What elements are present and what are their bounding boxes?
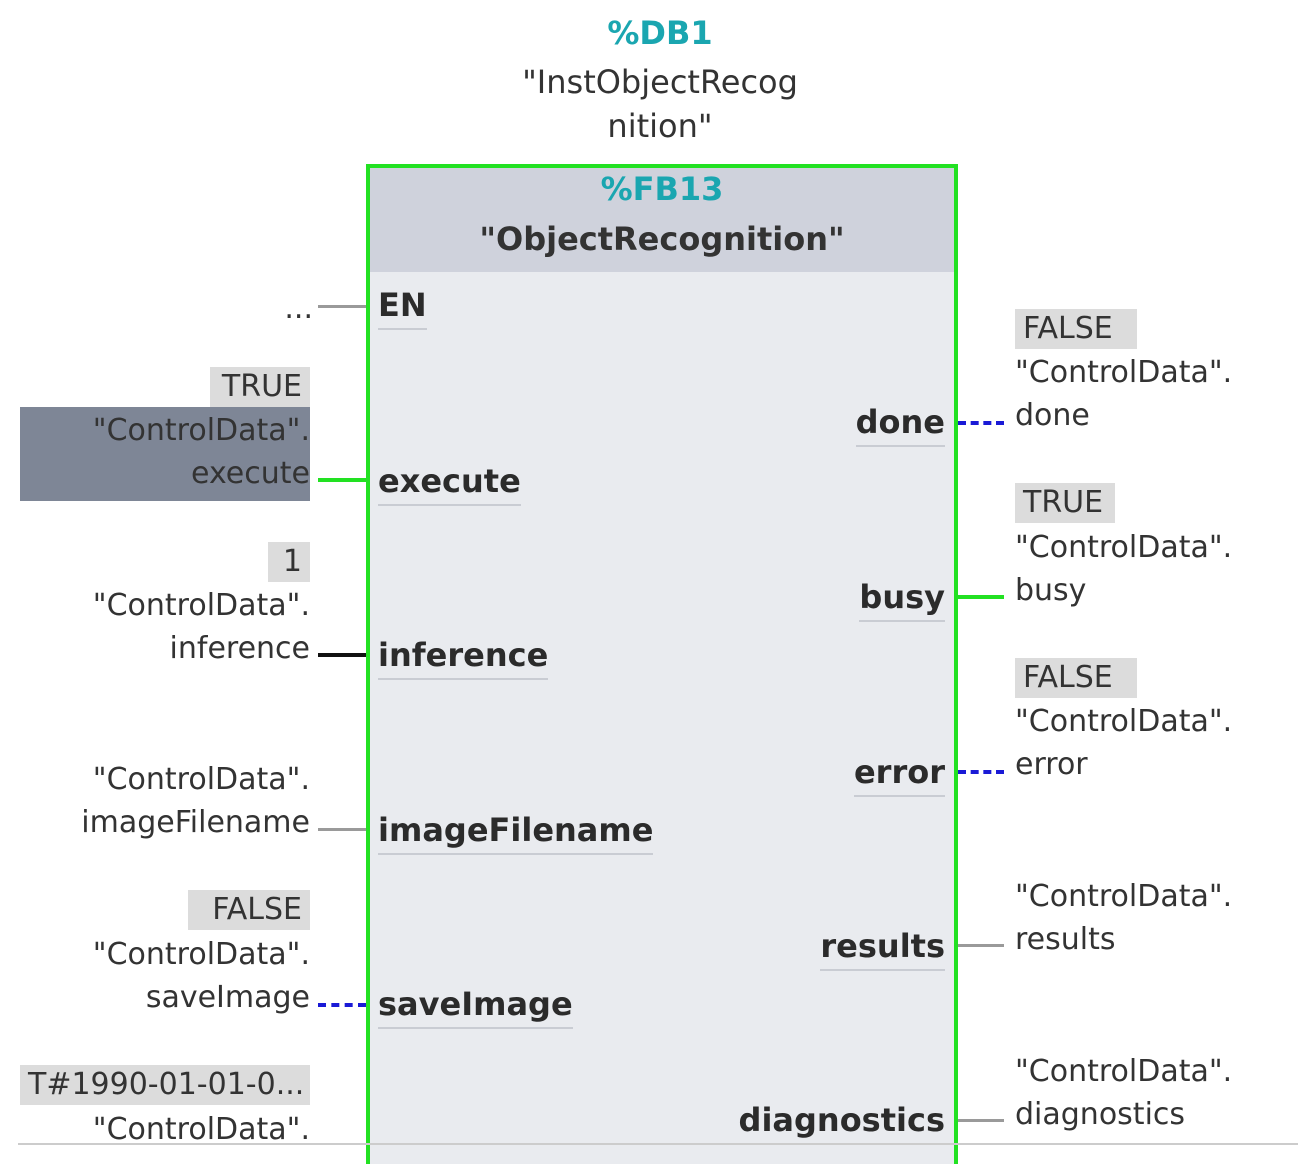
pin-imageFilename[interactable]: imageFilename (378, 811, 654, 855)
operand-results-line2[interactable]: results (1015, 922, 1116, 957)
pin-done[interactable]: done (855, 403, 946, 447)
fb-name: "ObjectRecognition" (479, 220, 845, 258)
operand-saveImage-line1[interactable]: "ControlData". (92, 937, 310, 972)
operand-error-line2[interactable]: error (1015, 747, 1088, 782)
pin-busy[interactable]: busy (859, 578, 945, 622)
value-saveImage: FALSE (188, 890, 310, 930)
instance-db-number: %DB1 (607, 14, 713, 52)
fb-number: %FB13 (600, 170, 724, 208)
wire-inference (318, 653, 366, 657)
operand-inference-line2[interactable]: inference (169, 631, 310, 666)
instance-db-name-line1: "InstObjectRecog (522, 63, 798, 101)
instance-db-name-line2: nition" (607, 107, 713, 145)
value-busy: TRUE (1015, 483, 1115, 523)
value-inference: 1 (268, 542, 310, 582)
pin-en[interactable]: EN (378, 286, 427, 330)
operand-results-line1[interactable]: "ControlData". (1015, 879, 1233, 914)
pin-inference[interactable]: inference (378, 636, 549, 680)
operand-saveImage-line2[interactable]: saveImage (145, 980, 310, 1015)
value-execute: TRUE (210, 367, 310, 407)
operand-busy-line1[interactable]: "ControlData". (1015, 530, 1233, 565)
value-time: T#1990-01-01-0... (20, 1065, 310, 1105)
wire-en (318, 305, 366, 308)
operand-imageFilename-line2[interactable]: imageFilename (81, 805, 310, 840)
wire-error (958, 770, 1004, 774)
wire-busy (958, 595, 1004, 599)
wire-diagnostics (958, 1119, 1004, 1122)
operand-diagnostics-line2[interactable]: diagnostics (1015, 1097, 1186, 1132)
wire-imageFilename (318, 828, 366, 831)
wire-saveImage (318, 1003, 366, 1007)
operand-en[interactable]: ... (284, 291, 313, 326)
pin-error[interactable]: error (853, 753, 946, 797)
operand-time-line1[interactable]: "ControlData". (92, 1112, 310, 1147)
bottom-divider (18, 1143, 1298, 1145)
wire-results (958, 944, 1004, 947)
operand-busy-line2[interactable]: busy (1015, 573, 1087, 608)
operand-execute-line1: "ControlData". (92, 413, 310, 448)
operand-diagnostics-line1[interactable]: "ControlData". (1015, 1054, 1233, 1089)
wire-execute (318, 478, 366, 482)
operand-imageFilename-line1[interactable]: "ControlData". (92, 762, 310, 797)
instance-db-name[interactable]: "InstObjectRecog nition" (500, 60, 820, 148)
pin-execute[interactable]: execute (378, 462, 521, 506)
operand-inference-line1[interactable]: "ControlData". (92, 588, 310, 623)
operand-done-line2[interactable]: done (1015, 398, 1090, 433)
pin-saveImage[interactable]: saveImage (378, 985, 573, 1029)
pin-diagnostics[interactable]: diagnostics (738, 1101, 946, 1145)
value-error: FALSE (1015, 658, 1137, 698)
operand-execute-line2: execute (191, 456, 310, 491)
operand-done-line1[interactable]: "ControlData". (1015, 355, 1233, 390)
wire-done (958, 421, 1004, 425)
operand-execute-selected[interactable] (20, 407, 310, 501)
operand-error-line1[interactable]: "ControlData". (1015, 704, 1233, 739)
value-done: FALSE (1015, 309, 1137, 349)
pin-results[interactable]: results (820, 927, 945, 971)
function-block[interactable]: %FB13 "ObjectRecognition" (366, 164, 958, 1164)
block-header: %FB13 "ObjectRecognition" (370, 168, 954, 272)
